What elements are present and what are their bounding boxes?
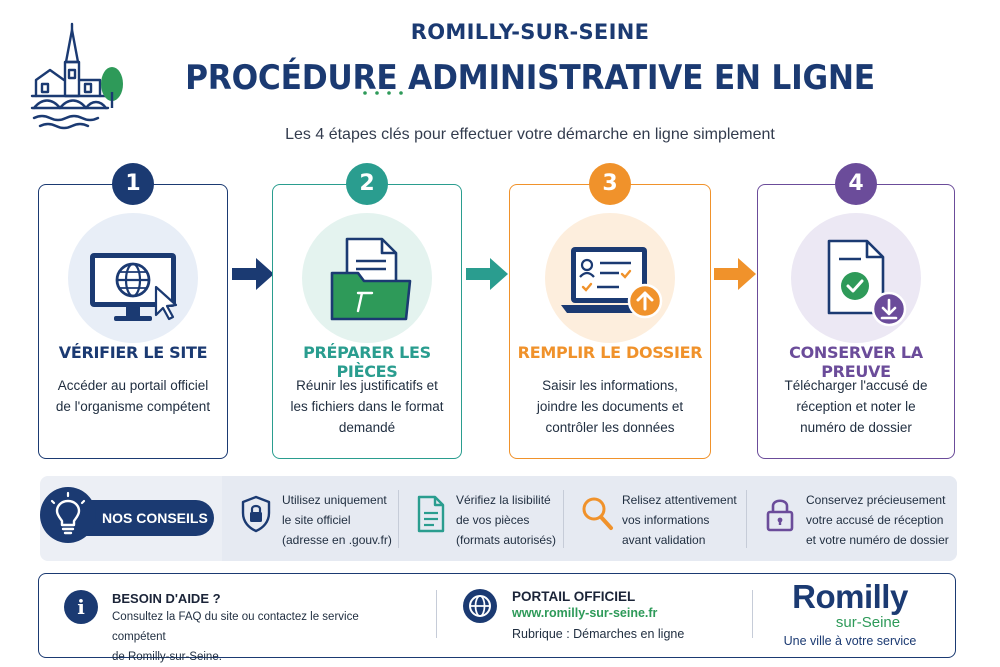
info-icon: i	[64, 590, 98, 624]
document-icon	[417, 495, 445, 533]
tip-divider	[398, 490, 399, 548]
step-number-1: 1	[112, 163, 154, 205]
step-title-3: REMPLIR LE DOSSIER	[517, 343, 703, 362]
arrow-right-icon	[466, 258, 508, 290]
tip-line: Conservez précieusement	[806, 493, 946, 507]
step-desc-line: Télécharger l'accusé de	[784, 378, 928, 393]
step-desc-line: Réunir les justificatifs et	[296, 378, 438, 393]
brand-logo-sub: sur-Seine	[835, 614, 901, 631]
step-desc-3: Saisir les informations, joindre les doc…	[524, 375, 696, 438]
step-title-4: CONSERVER LA PREUVE	[789, 343, 923, 381]
tip-line: votre accusé de réception	[806, 513, 944, 527]
footer-divider	[752, 590, 753, 638]
step-desc-line: Saisir les informations,	[542, 378, 678, 393]
padlock-icon	[766, 499, 794, 532]
document-check-download-icon	[791, 213, 921, 343]
portal-url-link[interactable]: www.romilly-sur-seine.fr	[512, 606, 658, 620]
step-desc-line: numéro de dossier	[800, 420, 912, 435]
step-card-4: 4 CONSERVER LA PREUVE Télécharger l'accu…	[757, 163, 955, 459]
step-title-1: VÉRIFIER LE SITE	[58, 343, 208, 362]
header: ROMILLY-SUR-SEINE PROCÉDURE ADMINISTRATI…	[150, 20, 910, 98]
step-card-2: 2 PRÉPARER LES PIÈCES Réunir les justifi…	[272, 163, 462, 459]
step-number-2: 2	[346, 163, 388, 205]
decorative-dots-icon	[363, 91, 403, 95]
tip-divider	[563, 490, 564, 548]
portal-title: PORTAIL OFFICIEL	[512, 589, 636, 604]
step-desc-4: Télécharger l'accusé de réception et not…	[772, 375, 940, 438]
brand-tagline: Une ville à votre service	[783, 634, 917, 648]
step-number-3: 3	[589, 163, 631, 205]
lightbulb-icon	[40, 487, 96, 543]
tip-line: (adresse en .gouv.fr)	[282, 533, 392, 547]
step-desc-line: contrôler les données	[545, 420, 675, 435]
step-card-3: 3 REMPLIR LE DOSSIER Saisir les informat…	[509, 163, 711, 459]
arrow-right-icon	[714, 258, 756, 290]
tips-label: NOS CONSEILS	[76, 500, 214, 536]
arrow-right-icon	[232, 258, 274, 290]
shield-lock-icon	[241, 495, 271, 533]
step-desc-line: demandé	[338, 420, 396, 435]
tip-line: Vérifiez la lisibilité	[456, 493, 551, 507]
magnifier-icon	[582, 497, 613, 530]
tip-line: de vos pièces	[456, 513, 530, 527]
tip-line: le site officiel	[282, 513, 351, 527]
help-line: de Romilly-sur-Seine.	[112, 651, 222, 663]
step-desc-1: Accéder au portail officiel de l'organis…	[53, 375, 213, 417]
step-desc-line: joindre les documents et	[536, 399, 684, 414]
tip-text: Vérifiez la lisibilité de vos pièces (fo…	[456, 490, 556, 550]
step-title-2: PRÉPARER LES PIÈCES	[303, 343, 431, 381]
globe-icon	[463, 589, 497, 623]
tip-line: et votre numéro de dossier	[806, 533, 949, 547]
step-card-1: 1 VÉRIFIER LE SITE Accéder au portail of…	[38, 163, 228, 459]
tip-line: avant validation	[622, 533, 706, 547]
step-desc-2: Réunir les justificatifs et les fichiers…	[287, 375, 447, 438]
laptop-form-icon	[545, 213, 675, 343]
tip-text: Relisez attentivement vos informations a…	[622, 490, 737, 550]
tip-line: (formats autorisés)	[456, 533, 557, 547]
page-title: PROCÉDURE ADMINISTRATIVE EN LIGNE	[185, 58, 875, 98]
footer-divider	[436, 590, 437, 638]
tip-line: vos informations	[622, 513, 710, 527]
step-desc-line: les fichiers dans le format	[290, 399, 444, 414]
tip-text: Utilisez uniquement le site officiel (ad…	[282, 490, 392, 550]
tip-divider	[746, 490, 747, 548]
step-desc-line: réception et noter le	[796, 399, 916, 414]
step-number-4: 4	[835, 163, 877, 205]
brand-logo-name: Romilly	[792, 578, 908, 615]
step-desc-line: Accéder au portail officiel	[57, 378, 209, 393]
help-title: BESOIN D'AIDE ?	[112, 591, 221, 606]
help-footer	[38, 573, 956, 658]
monitor-globe-icon	[68, 213, 198, 343]
tip-text: Conservez précieusement votre accusé de …	[806, 490, 949, 550]
step-desc-line: de l'organisme compétent	[55, 399, 211, 414]
page-subtitle: Les 4 étapes clés pour effectuer votre d…	[285, 126, 775, 143]
help-line: Consultez la FAQ du site ou contactez le…	[112, 611, 359, 643]
portal-rubric: Rubrique : Démarches en ligne	[512, 627, 685, 641]
folder-document-icon	[302, 213, 432, 343]
city-name: ROMILLY-SUR-SEINE	[410, 20, 650, 44]
town-logo-icon	[30, 22, 123, 130]
tip-line: Relisez attentivement	[622, 493, 737, 507]
tip-line: Utilisez uniquement	[282, 493, 387, 507]
help-text: Consultez la FAQ du site ou contactez le…	[112, 607, 402, 667]
